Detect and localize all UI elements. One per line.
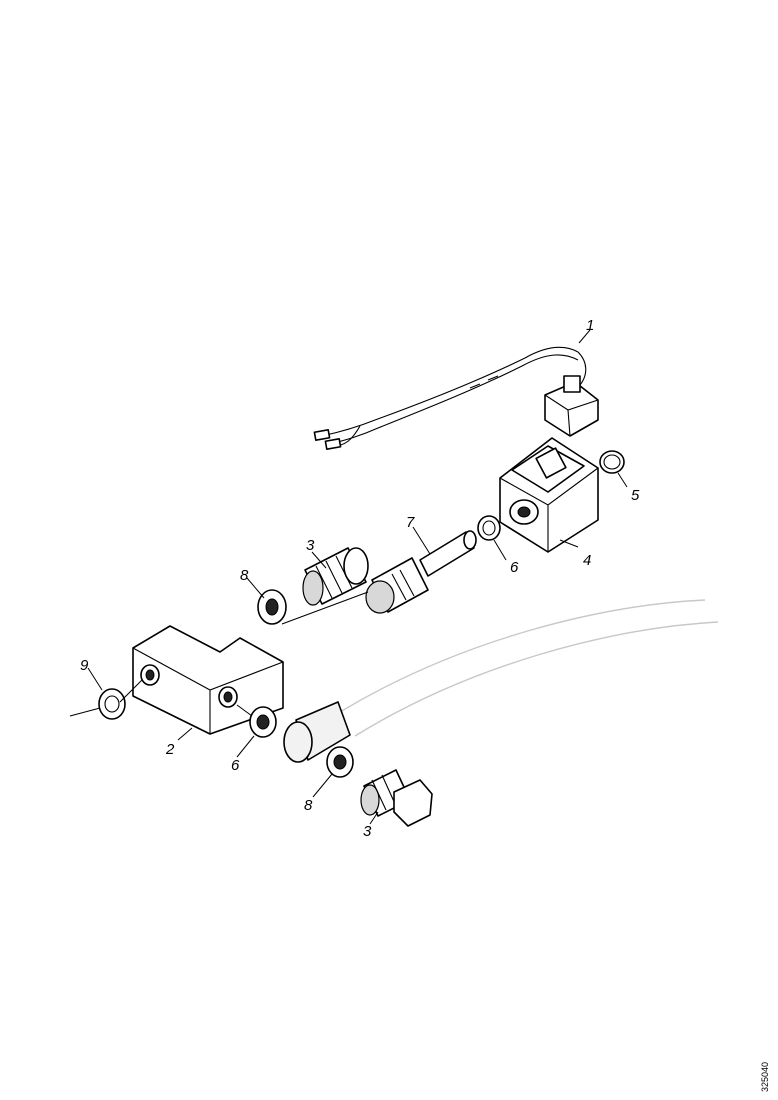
callout-6a: 6 [510,559,519,576]
part-4-solenoid-coil [499,437,599,553]
callout-labels: 1 2 3 3 4 5 6 6 7 8 8 9 [80,317,640,840]
callout-9: 9 [80,657,89,674]
part-3-banjo-bolt [360,769,433,827]
callout-8a: 8 [240,567,249,584]
hose [283,599,719,763]
part-3-fitting-upper [302,547,369,606]
callout-2: 2 [165,741,175,758]
callout-6b: 6 [231,757,240,774]
callout-7: 7 [406,514,415,531]
callout-5: 5 [631,487,640,504]
callout-4: 4 [583,552,591,569]
part-5-ring [599,450,625,474]
part-1-cable-plug [313,346,599,450]
callout-3b: 3 [363,823,372,840]
part-6-oring-upper [477,515,501,541]
part-8-seal-lower [326,746,354,778]
part-8-seal-upper [257,589,287,625]
callout-1: 1 [586,317,594,334]
part-2-valve-block [132,625,284,735]
document-id: 325040 [760,1062,770,1092]
callout-3a: 3 [306,537,315,554]
part-6-seal-lower [249,706,277,738]
callout-8b: 8 [304,797,313,814]
part-7-valve-tube [365,530,477,614]
leader-lines [69,329,628,825]
part-9-washer [98,688,126,720]
